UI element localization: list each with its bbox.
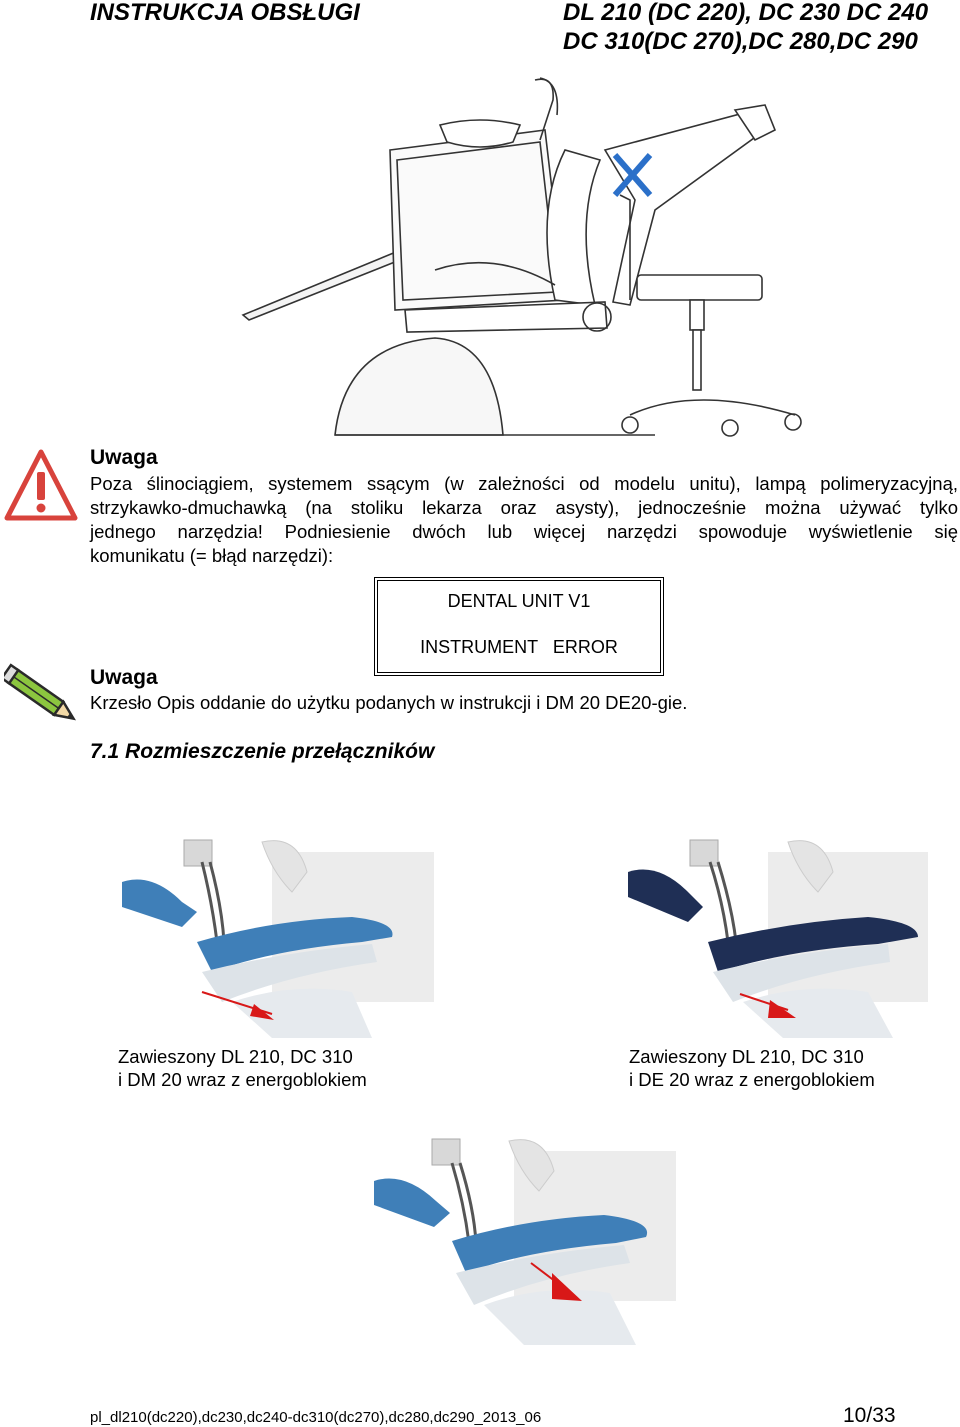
header-title: INSTRUKCJA OBSŁUGI bbox=[90, 0, 360, 26]
header-models: DL 210 (DC 220), DC 230 DC 240 DC 310(DC… bbox=[563, 0, 960, 56]
warning-line: jednego narzędzia! Podniesienie dwóch lu… bbox=[90, 521, 958, 542]
display-line-1: DENTAL UNIT V1 bbox=[447, 591, 591, 611]
header-models-line2: DC 310(DC 270),DC 280,DC 290 bbox=[563, 28, 918, 55]
warning-line: Poza ślinociągiem, systemem ssącym (w za… bbox=[90, 473, 958, 494]
footer-filename: pl_dl210(dc220),dc230,dc240-dc310(dc270)… bbox=[90, 1409, 542, 1426]
note-title: Uwaga bbox=[90, 666, 158, 689]
section-title: 7.1 Rozmieszczenie przełączników bbox=[90, 740, 435, 763]
caption-line: i DM 20 wraz z energoblokiem bbox=[118, 1069, 367, 1090]
figure-caption-2: Zawieszony DL 210, DC 310 i DE 20 wraz z… bbox=[629, 1045, 875, 1091]
warning-line: komunikatu (= błąd narzędzi): bbox=[90, 545, 334, 566]
page-number: 10/33 bbox=[843, 1404, 896, 1427]
display-line-2: INSTRUMENT ERROR bbox=[420, 637, 618, 657]
header-models-line1: DL 210 (DC 220), DC 230 DC 240 bbox=[563, 0, 929, 26]
warning-line: strzykawko-dmuchawką (na stoliku lekarza… bbox=[90, 497, 958, 518]
dental-chair-photo-dm20 bbox=[122, 839, 434, 1038]
caption-line: i DE 20 wraz z energoblokiem bbox=[629, 1069, 875, 1090]
note-text: Krzesło Opis oddanie do użytku podanych … bbox=[90, 691, 958, 715]
caption-line: Zawieszony DL 210, DC 310 bbox=[629, 1046, 864, 1067]
warning-title: Uwaga bbox=[90, 446, 158, 469]
error-display-box: DENTAL UNIT V1 INSTRUMENT ERROR bbox=[374, 577, 664, 676]
figure-caption-1: Zawieszony DL 210, DC 310 i DM 20 wraz z… bbox=[118, 1045, 367, 1091]
dental-unit-line-drawing bbox=[241, 77, 802, 437]
pencil-icon bbox=[4, 663, 77, 721]
dental-chair-photo-3 bbox=[374, 1138, 676, 1345]
caption-line: Zawieszony DL 210, DC 310 bbox=[118, 1046, 353, 1067]
warning-triangle-icon bbox=[4, 449, 78, 521]
dental-chair-photo-de20 bbox=[628, 839, 928, 1038]
note-line: Krzesło Opis oddanie do użytku podanych … bbox=[90, 692, 688, 713]
warning-text: Poza ślinociągiem, systemem ssącym (w za… bbox=[90, 472, 958, 568]
